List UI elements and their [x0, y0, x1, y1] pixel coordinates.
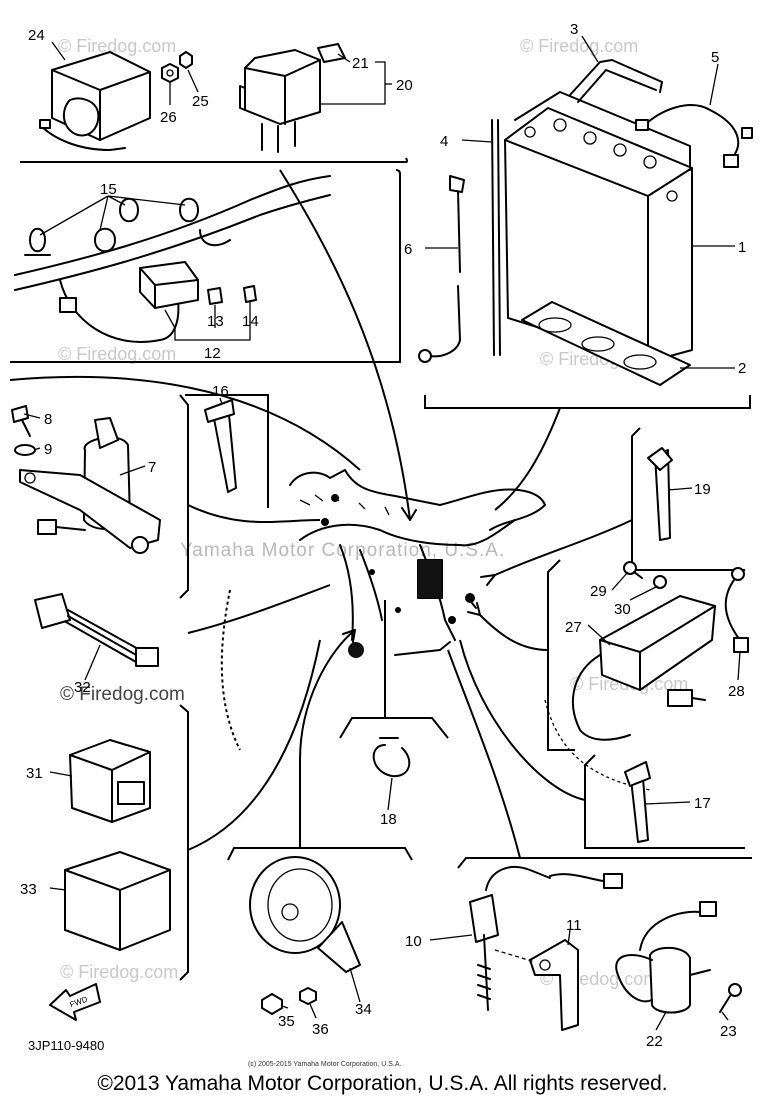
- part-17-band: [624, 761, 651, 843]
- callout-21: 21: [352, 55, 369, 72]
- part-4-breather: [491, 119, 501, 356]
- part-3-battery-band: [569, 59, 663, 103]
- callout-5: 5: [711, 49, 719, 66]
- callout-1: 1: [738, 239, 746, 256]
- callout-13: 13: [207, 313, 224, 330]
- callout-36: 36: [312, 1021, 329, 1038]
- watermark-site-dark: © Firedog.com: [60, 684, 185, 705]
- part-33-unit: [64, 851, 171, 951]
- part-2-battery-tray: [521, 301, 691, 386]
- callout-20: 20: [396, 77, 413, 94]
- part-5-battery-cable: [635, 104, 753, 168]
- part-6-negative-lead: [418, 175, 465, 363]
- part-23-screw: [719, 983, 742, 1013]
- part-11-bracket: [494, 939, 579, 1031]
- callout-26: 26: [160, 109, 177, 126]
- callout-6: 6: [404, 241, 412, 258]
- callout-4: 4: [440, 133, 448, 150]
- part-13-14-fuses: [207, 285, 257, 305]
- callout-30: 30: [614, 601, 631, 618]
- part-24-coil: [39, 51, 151, 151]
- section-frames: [10, 157, 752, 981]
- callout-23: 23: [720, 1023, 737, 1040]
- callout-31: 31: [26, 765, 43, 782]
- part-28-connector: [724, 567, 749, 653]
- callout-11: 11: [566, 917, 582, 934]
- part-10-lead: [549, 873, 623, 889]
- part-1-battery: [504, 91, 693, 363]
- callout-7: 7: [148, 459, 156, 476]
- part-15-clamps: [14, 175, 331, 343]
- callout-15: 15: [100, 181, 117, 198]
- part-27-cdi: [571, 595, 716, 741]
- callout-8: 8: [44, 411, 52, 428]
- callout-3: 3: [570, 21, 578, 38]
- callout-2: 2: [738, 360, 746, 377]
- part-20-relay: [239, 49, 321, 153]
- diagram-code: 3JP110-9480: [28, 1038, 104, 1053]
- part-18-clamp: [372, 737, 411, 778]
- part-34-horn: [249, 856, 361, 973]
- part-7-main-switch: [19, 417, 161, 554]
- part-21-fuse: [317, 43, 346, 63]
- watermark-site: © Firedog.com: [58, 36, 176, 56]
- callout-12: 12: [204, 345, 221, 362]
- part-10-switch: [469, 865, 551, 1011]
- callout-18: 18: [380, 811, 397, 828]
- callout-29: 29: [590, 583, 607, 600]
- part-12-fuse-box: [139, 261, 199, 309]
- copyright-notice: ©2013 Yamaha Motor Corporation, U.S.A. A…: [97, 1072, 668, 1095]
- callout-19: 19: [694, 481, 711, 498]
- callout-9: 9: [44, 441, 52, 458]
- part-31-relay: [69, 739, 151, 823]
- callout-leaders: [23, 35, 741, 1031]
- callout-34: 34: [355, 1001, 372, 1018]
- callout-25: 25: [192, 93, 209, 110]
- callout-numbers: 1 2 3 4 5 6 7 8 9 10 11 12 13 14 15 16 1…: [20, 21, 746, 1050]
- part-22-condenser: [615, 901, 717, 1014]
- part-32-wire-lead: [34, 593, 159, 667]
- callout-27: 27: [565, 619, 582, 636]
- part-29-30-screw-nut: [623, 561, 667, 589]
- callout-35: 35: [278, 1013, 295, 1030]
- small-copyright: (c) 2005-2015 Yamaha Motor Corporation, …: [248, 1061, 401, 1068]
- part-35-36-bolt-nut: [261, 987, 317, 1015]
- callout-14: 14: [242, 313, 259, 330]
- part-8-bolt: [11, 405, 31, 437]
- callout-32: 32: [74, 679, 91, 696]
- part-19-band: [647, 447, 673, 541]
- part-9-washer: [14, 444, 36, 456]
- harness-frame: [289, 469, 546, 658]
- callout-33: 33: [20, 881, 37, 898]
- callout-10: 10: [405, 933, 422, 950]
- callout-24: 24: [28, 27, 45, 44]
- callout-28: 28: [728, 683, 745, 700]
- watermark-site: © Firedog.com: [58, 344, 176, 364]
- part-16-band: [204, 399, 237, 493]
- watermark-site: © Firedog.com: [60, 962, 178, 982]
- part-25-26-nuts: [161, 51, 193, 83]
- callout-22: 22: [646, 1033, 663, 1050]
- front-arrow: FWD: [49, 983, 101, 1021]
- callout-17: 17: [694, 795, 711, 812]
- watermark-site: © Firedog.com: [520, 36, 638, 56]
- callout-16: 16: [212, 383, 229, 400]
